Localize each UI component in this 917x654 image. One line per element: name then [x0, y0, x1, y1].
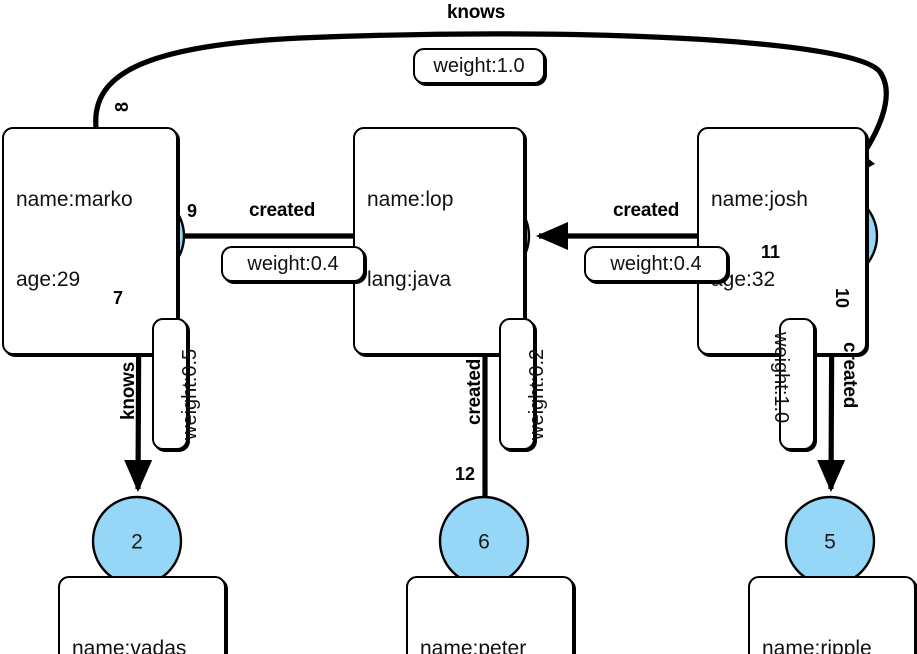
node-5-prop-0: name:ripple: [762, 636, 872, 654]
edge-9-id-label: 9: [187, 201, 198, 221]
edge-8-id-label: 8: [112, 101, 132, 112]
edge-12-id-label: 12: [455, 464, 476, 484]
node-5-property-box: name:ripple lang:java: [748, 576, 916, 654]
edge-9-type-label: created: [249, 200, 316, 221]
edge-10-weight-box: weight:1.0: [770, 318, 815, 450]
edge-7-weight-box: weight:0.5: [152, 318, 201, 450]
node-2-prop-0: name:vadas: [72, 636, 187, 654]
node-5-id: 5: [824, 531, 836, 554]
edge-9-weight-box: weight:0.4: [221, 246, 365, 282]
edge-10-id-label: 10: [832, 288, 852, 309]
edge-10-weight-text: weight:1.0: [770, 332, 792, 424]
node-4-property-box: name:josh age:32: [697, 127, 867, 355]
node-2-property-box: name:vadas age:27: [58, 576, 226, 654]
edge-10-type-label: created: [839, 342, 860, 409]
node-4-prop-0: name:josh: [711, 187, 808, 211]
node-6-id: 6: [478, 531, 490, 554]
edge-7-id-label: 7: [113, 288, 124, 308]
node-2-id: 2: [131, 531, 143, 554]
node-1-prop-0: name:marko: [16, 187, 133, 211]
node-1-prop-1: age:29: [16, 268, 81, 292]
node-2[interactable]: 2: [91, 495, 183, 587]
node-6[interactable]: 6: [438, 495, 530, 587]
node-3-prop-1: lang:java: [367, 268, 452, 292]
edge-12-weight-text: weight:0.2: [526, 348, 548, 440]
edge-8-type-label: knows: [447, 2, 506, 23]
edge-11-id-label: 11: [761, 242, 781, 262]
node-3-property-box: name:lop lang:java: [353, 127, 525, 355]
edge-11-weight-box: weight:0.4: [584, 246, 728, 282]
edge-12-type-label: created: [464, 358, 485, 425]
node-3-prop-0: name:lop: [367, 187, 454, 211]
edge-7-weight-text: weight:0.5: [179, 348, 201, 440]
node-5[interactable]: 5: [784, 495, 876, 587]
edge-7-type-label: knows: [118, 361, 139, 420]
edge-12-weight-box: weight:0.2: [499, 318, 548, 450]
node-6-property-box: name:peter age:35: [406, 576, 574, 654]
edge-8-weight-box: weight:1.0: [413, 48, 545, 84]
edge-8-knows-path: [93, 31, 889, 181]
node-6-prop-0: name:peter: [420, 636, 527, 654]
edge-11-type-label: created: [613, 200, 680, 221]
node-1-property-box: name:marko age:29: [2, 127, 178, 355]
